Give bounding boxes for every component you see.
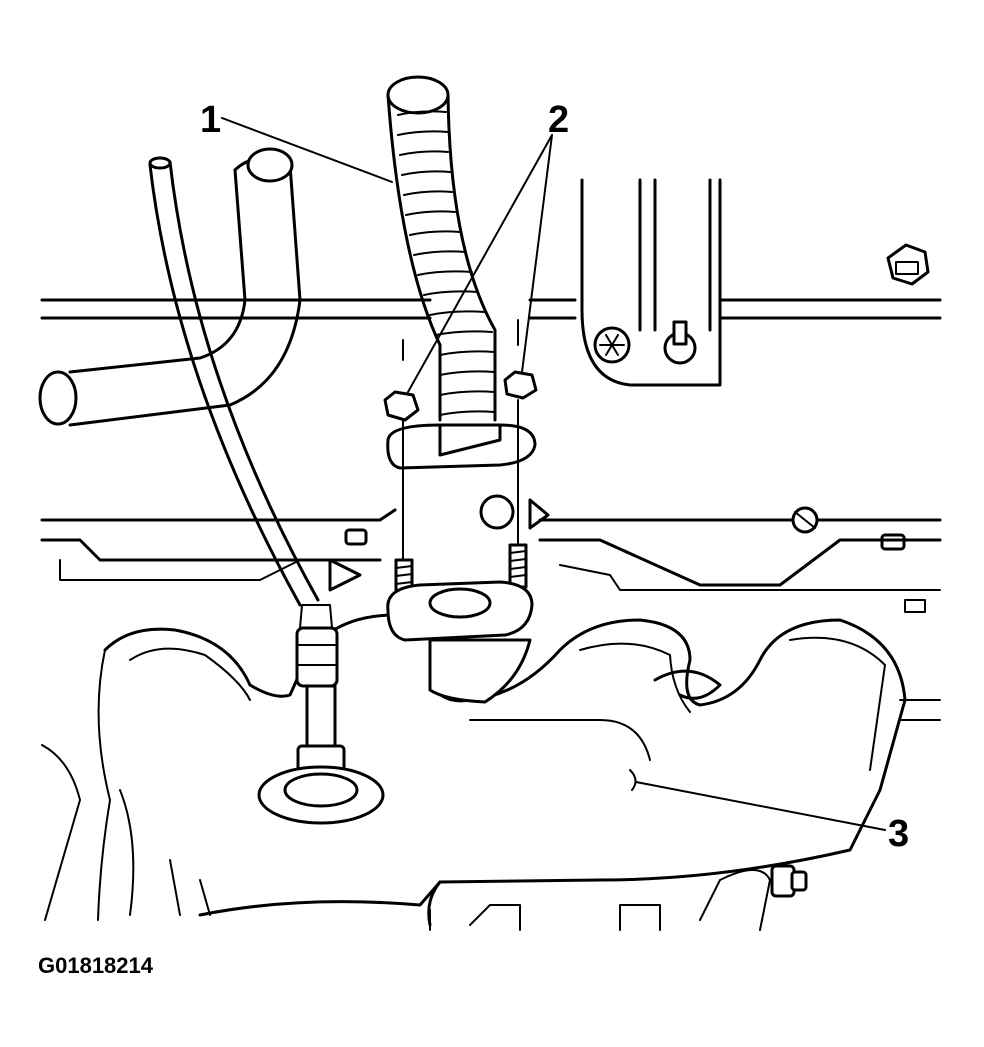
leader-2b [521,134,553,373]
oxygen-sensor-wire [148,156,320,607]
leader-3 [635,781,886,831]
exhaust-manifold [41,613,941,931]
oxygen-sensor [257,604,385,825]
flange-nut-right [503,370,538,400]
frame-bolt [886,243,930,286]
leader-2a [407,134,553,393]
upper-flange [383,370,538,470]
flange-nut-left [383,390,420,422]
lower-flange [386,319,819,704]
leader-1 [221,117,393,183]
mounting-bracket [580,178,722,387]
coolant-pipe [38,147,302,427]
figure-id: G01818214 [38,953,154,978]
frame-rails [40,298,942,613]
callout-1: 1 [200,99,221,141]
callout-3: 3 [888,813,909,855]
leader-lines [221,117,886,831]
callout-2: 2 [548,99,569,141]
flex-exhaust-pipe [386,75,497,422]
